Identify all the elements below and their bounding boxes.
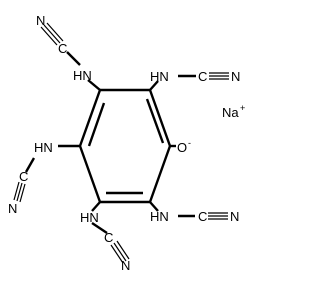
ring-double-bond-left	[87, 102, 106, 147]
amine-group-top-left: HN	[73, 68, 92, 83]
amine-group-bottom-right: HN	[150, 209, 169, 224]
triple-bond-left	[13, 181, 26, 203]
bond-ring-to-bottom-left-amine	[91, 201, 101, 212]
triple-bond-top-left	[40, 22, 64, 46]
sodium-ion: Na	[222, 105, 239, 120]
carbon-atom-bottom-left: C	[104, 230, 113, 245]
triple-bond-bottom-right	[208, 212, 228, 220]
bond-top-left-amine-to-carbon	[66, 51, 81, 66]
amine-group-left: HN	[34, 140, 53, 155]
amine-group-bottom-left: HN	[80, 210, 99, 225]
nitrogen-atom-bottom-left: N	[121, 258, 130, 273]
carbon-atom-top-right: C	[198, 69, 207, 84]
ring-bond-lower-right	[148, 145, 172, 203]
triple-bond-bottom-left	[110, 240, 130, 264]
carbon-atom-left: C	[19, 169, 28, 184]
oxygen-atom: O	[177, 140, 187, 155]
bond-ring-to-bottom-right-amine	[149, 201, 159, 212]
ring-double-bond-right	[145, 98, 165, 144]
oxygen-charge: -	[188, 138, 191, 148]
ring-bond-upper-left	[78, 89, 102, 147]
nitrogen-atom-bottom-right: N	[230, 209, 239, 224]
carbon-atom-bottom-right: C	[198, 209, 207, 224]
triple-bond-top-right	[209, 72, 229, 80]
substituent-bonds	[58, 79, 176, 212]
sodium-charge: +	[240, 103, 245, 113]
nitrogen-atom-top-right: N	[231, 69, 240, 84]
bond-bottom-left-amine-to-carbon	[91, 222, 108, 234]
ring-bond-upper-right	[148, 89, 172, 147]
nitrile-triple-bonds	[13, 22, 229, 264]
ring-bond-lower-left	[78, 145, 102, 203]
bond-ring-to-top-right-amine	[149, 80, 159, 91]
amine-group-top-right: HN	[150, 69, 169, 84]
nitrogen-atom-top-left: N	[36, 13, 45, 28]
chemical-structure-diagram: N C HN HN C N Na + O - HN C N HN C N HN …	[8, 13, 245, 273]
bond-left-amine-to-carbon	[24, 157, 36, 173]
nitrogen-atom-left: N	[8, 201, 17, 216]
benzene-ring	[78, 88, 172, 204]
bond-ring-to-top-left-amine	[87, 79, 101, 91]
amine-carbon-bonds	[24, 51, 196, 234]
carbon-atom-top-left: C	[58, 41, 67, 56]
